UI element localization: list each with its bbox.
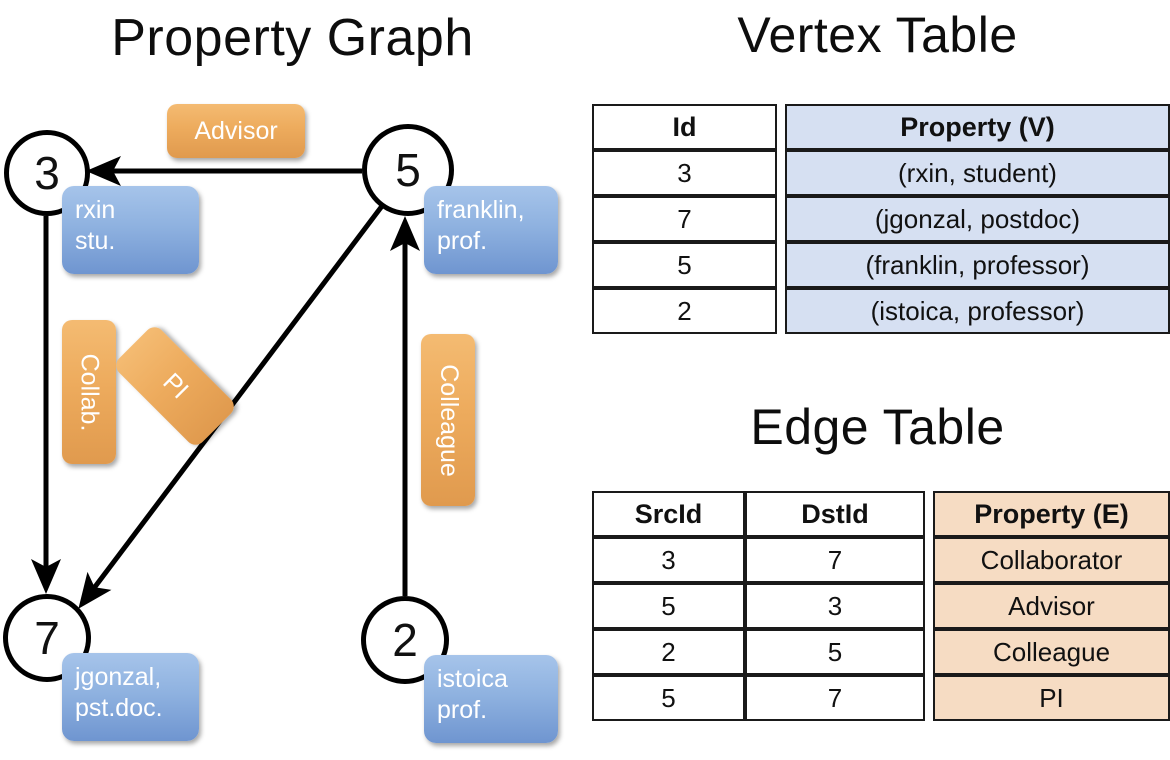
- table-row[interactable]: 3 7 Collaborator: [592, 537, 1170, 583]
- table-row[interactable]: 5 3 Advisor: [592, 583, 1170, 629]
- edge-cell-property: Advisor: [933, 583, 1170, 629]
- vertex-table-header-id: Id: [592, 104, 777, 150]
- edge-cell-srcid: 5: [592, 675, 745, 721]
- graph-node-5-label: 5: [395, 144, 421, 196]
- vertex-property-box-2[interactable]: istoica prof.: [424, 655, 558, 743]
- vertex-property-box-5[interactable]: franklin, prof.: [424, 186, 558, 274]
- edge-cell-dstid: 3: [745, 583, 925, 629]
- vertex-table-header-property: Property (V): [785, 104, 1170, 150]
- edge-table-header-property: Property (E): [933, 491, 1170, 537]
- edge-table-column-gap: [925, 675, 933, 721]
- edge-cell-dstid: 7: [745, 675, 925, 721]
- edge-label-box-advisor[interactable]: Advisor: [167, 104, 305, 158]
- edge-label-colleague-text: Colleague: [434, 363, 463, 477]
- vertex-table-header-row: Id Property (V): [592, 104, 1170, 150]
- page-title-edge-table: Edge Table: [750, 399, 1005, 455]
- table-row[interactable]: 3 (rxin, student): [592, 150, 1170, 196]
- edge-cell-property: Collaborator: [933, 537, 1170, 583]
- edge-label-pi-text: PI: [157, 367, 194, 404]
- edge-cell-property: PI: [933, 675, 1170, 721]
- edge-table-header-dstid: DstId: [745, 491, 925, 537]
- vertex-property-box-3[interactable]: rxin stu.: [62, 186, 199, 274]
- edge-cell-srcid: 2: [592, 629, 745, 675]
- page-title-vertex-table: Vertex Table: [737, 7, 1018, 63]
- vertex-cell-property: (istoica, professor): [785, 288, 1170, 334]
- vertex-table-column-gap: [777, 196, 785, 242]
- vertex-property-7-line2: pst.doc.: [75, 693, 163, 722]
- table-row[interactable]: 2 5 Colleague: [592, 629, 1170, 675]
- vertex-property-3-line2: stu.: [75, 226, 116, 255]
- edge-cell-dstid: 7: [745, 537, 925, 583]
- vertex-property-box-7[interactable]: jgonzal, pst.doc.: [62, 653, 199, 741]
- edge-cell-dstid: 5: [745, 629, 925, 675]
- edge-table-column-gap: [925, 491, 933, 537]
- edge-cell-srcid: 3: [592, 537, 745, 583]
- edge-table-header-row: SrcId DstId Property (E): [592, 491, 1170, 537]
- table-row[interactable]: 5 7 PI: [592, 675, 1170, 721]
- vertex-cell-id: 2: [592, 288, 777, 334]
- vertex-cell-id: 5: [592, 242, 777, 288]
- vertex-cell-property: (jgonzal, postdoc): [785, 196, 1170, 242]
- vertex-property-2-line2: prof.: [437, 695, 488, 724]
- property-graph-diagram: 3 5 7 2 rxin stu. franklin, prof. jgonza…: [3, 104, 558, 743]
- vertex-table-column-gap: [777, 104, 785, 150]
- graph-node-5[interactable]: 5: [362, 124, 454, 216]
- edge-table-column-gap: [925, 583, 933, 629]
- vertex-cell-id: 7: [592, 196, 777, 242]
- edge-label-box-colleague[interactable]: Colleague: [421, 334, 475, 506]
- vertex-cell-property: (franklin, professor): [785, 242, 1170, 288]
- graph-node-2[interactable]: 2: [361, 596, 449, 684]
- vertex-property-5-line1: franklin,: [437, 196, 525, 224]
- vertex-property-3-line1: rxin: [75, 196, 116, 224]
- table-row[interactable]: 5 (franklin, professor): [592, 242, 1170, 288]
- edge-label-collab-text: Collab.: [75, 353, 104, 431]
- vertex-table-column-gap: [777, 150, 785, 196]
- graph-node-3-label: 3: [34, 147, 60, 199]
- edge-table-column-gap: [925, 629, 933, 675]
- graph-node-2-label: 2: [392, 614, 418, 666]
- vertex-table: Id Property (V) 3 (rxin, student) 7 (jgo…: [592, 104, 1170, 334]
- edge-table-column-gap: [925, 537, 933, 583]
- edge-table: SrcId DstId Property (E) 3 7 Collaborato…: [592, 491, 1170, 721]
- edge-cell-srcid: 5: [592, 583, 745, 629]
- vertex-cell-property: (rxin, student): [785, 150, 1170, 196]
- table-row[interactable]: 2 (istoica, professor): [592, 288, 1170, 334]
- vertex-table-column-gap: [777, 288, 785, 334]
- graph-node-7-label: 7: [34, 612, 60, 664]
- vertex-property-2-line1: istoica: [437, 665, 508, 693]
- vertex-table-column-gap: [777, 242, 785, 288]
- edge-label-advisor-text: Advisor: [194, 116, 278, 145]
- table-row[interactable]: 7 (jgonzal, postdoc): [592, 196, 1170, 242]
- vertex-property-5-line2: prof.: [437, 226, 488, 255]
- page-title-property-graph: Property Graph: [111, 9, 474, 67]
- vertex-cell-id: 3: [592, 150, 777, 196]
- edge-table-header-srcid: SrcId: [592, 491, 745, 537]
- edge-label-box-collab[interactable]: Collab.: [62, 320, 116, 464]
- edge-cell-property: Colleague: [933, 629, 1170, 675]
- vertex-property-7-line1: jgonzal,: [75, 663, 162, 691]
